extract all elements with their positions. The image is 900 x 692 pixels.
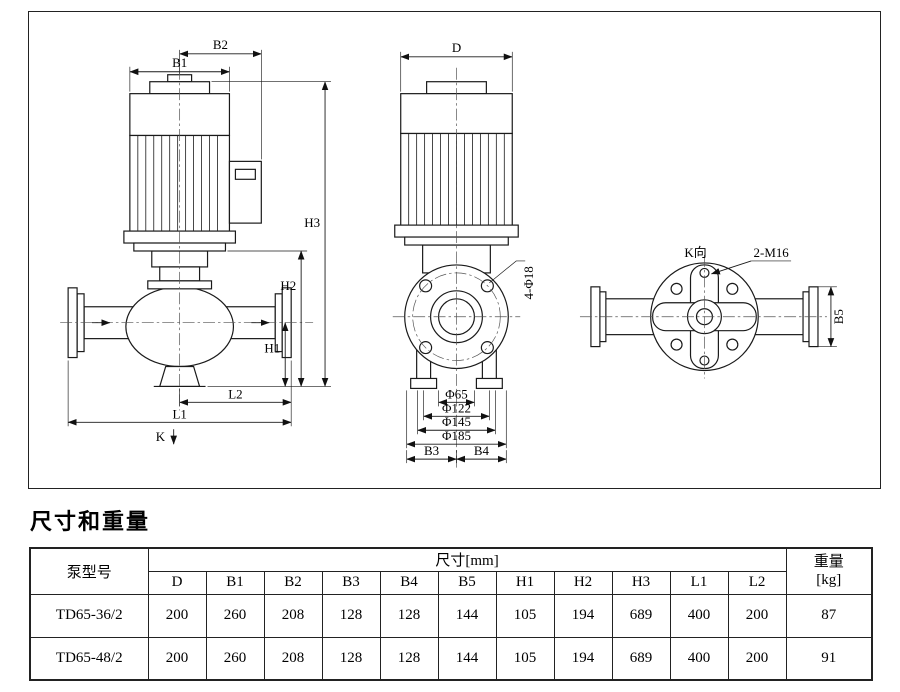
dim-label-h3: H3 [304, 215, 320, 230]
dim-label-l1: L1 [172, 406, 186, 421]
value-cell: 144 [437, 593, 497, 638]
drawing-frame: B2 B1 H3 H2 H1 [28, 11, 881, 489]
side-view-dimensions: B2 B1 H3 H2 H1 [67, 37, 332, 445]
value-cell: 208 [263, 636, 323, 681]
value-cell: 200 [147, 636, 207, 681]
value-cell: 194 [553, 636, 613, 681]
dim-label-dia65: Φ65 [445, 386, 467, 401]
col-header-d: D [147, 570, 207, 595]
motor-side-outline [123, 74, 262, 252]
table-row: TD65-48/2 200 260 208 128 128 144 105 19… [29, 636, 873, 681]
col-header-h2: H2 [553, 570, 613, 595]
k-view-centerlines [579, 254, 827, 379]
bolt-hole [726, 338, 739, 351]
value-cell: 105 [495, 636, 555, 681]
bolt-hole [670, 282, 683, 295]
k-view-annotations: K向 2-M16 B5 [684, 245, 846, 348]
value-cell: 200 [727, 636, 787, 681]
weight-cell: 91 [785, 636, 873, 681]
weight-cell: 87 [785, 593, 873, 638]
value-cell: 105 [495, 593, 555, 638]
front-view-dimensions: D 4-Φ18 Φ65 Φ122 Φ145 [400, 40, 536, 464]
model-cell: TD65-36/2 [29, 593, 149, 638]
side-view: B2 B1 H3 H2 H1 [60, 37, 332, 445]
value-cell: 400 [669, 593, 729, 638]
dim-label-b5: B5 [831, 309, 846, 324]
value-cell: 260 [205, 636, 265, 681]
weight-header: 重量 [kg] [785, 547, 873, 595]
col-header-l1: L1 [669, 570, 729, 595]
front-view: D 4-Φ18 Φ65 Φ122 Φ145 [392, 40, 536, 469]
bolt-hole [670, 338, 683, 351]
dim-label-b2: B2 [213, 37, 228, 52]
weight-unit-text: [kg] [816, 572, 842, 589]
value-cell: 260 [205, 593, 265, 638]
value-cell: 194 [553, 593, 613, 638]
value-cell: 128 [321, 593, 381, 638]
col-header-b5: B5 [437, 570, 497, 595]
col-header-b4: B4 [379, 570, 439, 595]
bolt-hole [726, 282, 739, 295]
k-view: K向 2-M16 B5 [579, 245, 846, 379]
value-cell: 200 [727, 593, 787, 638]
value-cell: 400 [669, 636, 729, 681]
dim-label-d: D [452, 40, 461, 55]
value-cell: 208 [263, 593, 323, 638]
dim-label-l2: L2 [228, 386, 242, 401]
col-header-h1: H1 [495, 570, 555, 595]
dimensions-table: 泵型号 尺寸[mm] 重量 [kg] D B1 B2 B3 B4 B5 H1 H… [29, 547, 874, 681]
dim-label-dia122: Φ122 [442, 400, 471, 415]
col-header-b3: B3 [321, 570, 381, 595]
view-direction-label: K向 [684, 245, 706, 260]
view-label-k: K [156, 429, 166, 444]
bolt-holes-label: 4-Φ18 [521, 266, 536, 299]
value-cell: 200 [147, 593, 207, 638]
value-cell: 689 [611, 593, 671, 638]
dims-group-header: 尺寸[mm] [147, 547, 787, 572]
col-header-l2: L2 [727, 570, 787, 595]
dim-label-b1: B1 [172, 55, 187, 70]
model-cell: TD65-48/2 [29, 636, 149, 681]
dim-label-b3: B3 [424, 443, 439, 458]
dim-label-dia145: Φ145 [442, 414, 471, 429]
dim-label-b4: B4 [474, 443, 490, 458]
section-title: 尺寸和重量 [30, 510, 151, 535]
dim-label-dia185: Φ185 [442, 428, 471, 443]
tapped-holes-label: 2-M16 [754, 245, 790, 260]
value-cell: 144 [437, 636, 497, 681]
value-cell: 128 [379, 636, 439, 681]
weight-header-text: 重量 [813, 553, 844, 570]
table-row: TD65-36/2 200 260 208 128 128 144 105 19… [29, 593, 873, 638]
value-cell: 128 [379, 593, 439, 638]
value-cell: 689 [611, 636, 671, 681]
col-header-b1: B1 [205, 570, 265, 595]
dim-label-h1: H1 [264, 341, 280, 356]
technical-drawing: B2 B1 H3 H2 H1 [60, 37, 846, 469]
col-header-h3: H3 [611, 570, 671, 595]
dim-label-h2: H2 [280, 278, 296, 293]
value-cell: 128 [321, 636, 381, 681]
col-header-b2: B2 [263, 570, 323, 595]
model-header: 泵型号 [29, 547, 149, 595]
